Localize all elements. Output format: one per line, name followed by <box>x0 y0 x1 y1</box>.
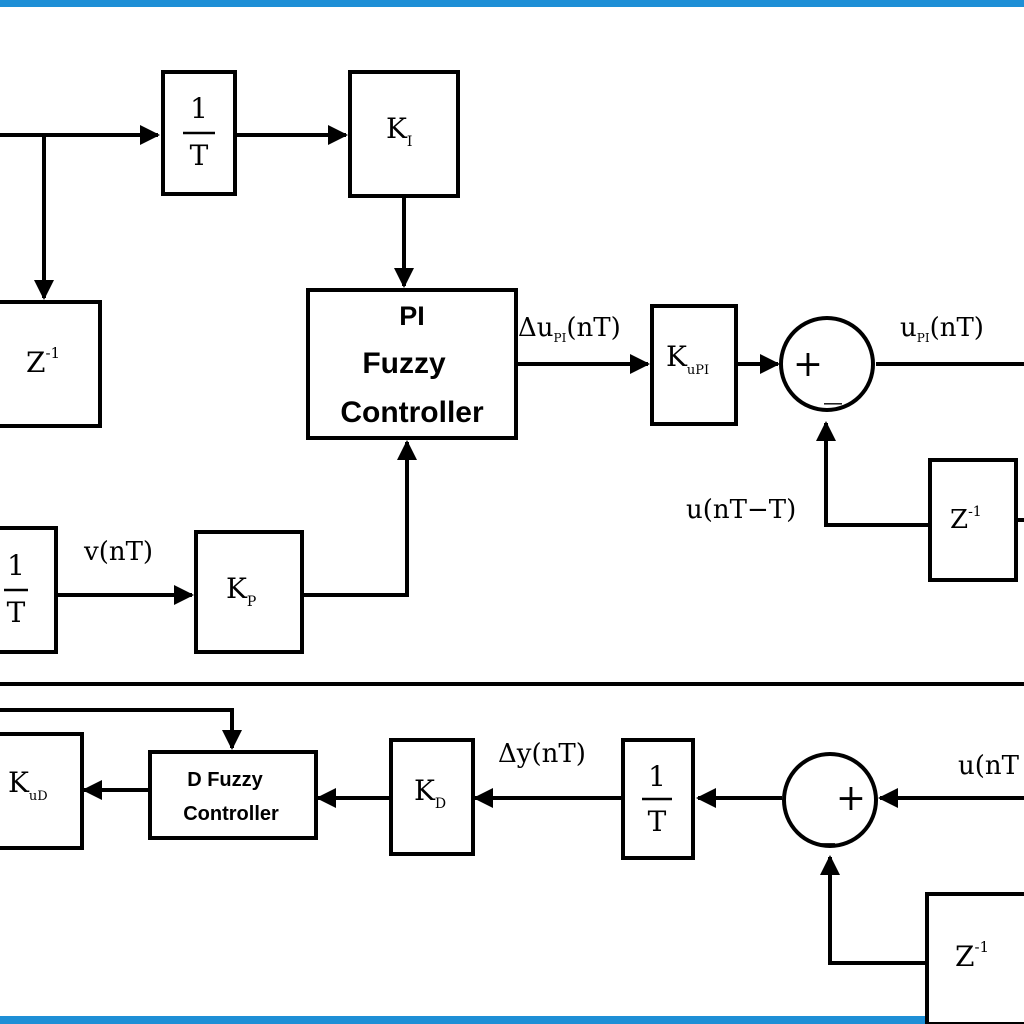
kupi-block: KuPI <box>650 304 738 426</box>
kp-block: KP <box>194 530 304 654</box>
pi-fuzzy-line1: PI <box>399 301 425 331</box>
top-wires <box>0 125 1024 605</box>
kp-main: K <box>226 572 248 605</box>
sum-top-plus: + <box>793 344 823 385</box>
sum-bottom-minus: _ <box>817 804 835 845</box>
kupi-main: K <box>666 340 688 373</box>
kud-subscript: uD <box>29 789 48 804</box>
svg-text:KD: KD <box>414 774 446 812</box>
z-inverse-block-bottom: Z-1 <box>925 892 1024 1024</box>
ki-block: KI <box>348 70 460 198</box>
signal-v: v(nT) <box>83 537 153 567</box>
sum-bottom-plus: + <box>836 778 866 819</box>
sum-top-minus: _ <box>824 364 842 405</box>
svg-text:Z-1: Z-1 <box>955 938 989 973</box>
ki-main: K <box>386 112 408 145</box>
d-fuzzy-controller-block: D Fuzzy Controller <box>148 750 318 840</box>
one-over-t-bottom-numerator: 1 <box>648 760 666 793</box>
svg-text:Z-1: Z-1 <box>26 344 60 379</box>
top-border <box>0 0 1024 7</box>
one-over-t-block-left: 1 T <box>0 526 58 654</box>
z-left-main: Z <box>26 346 45 379</box>
kp-subscript: P <box>247 594 256 610</box>
z-inverse-block-left: Z-1 <box>0 300 102 428</box>
ki-subscript: I <box>407 134 413 150</box>
signal-upi: uPI(nT) <box>900 313 984 345</box>
d-fuzzy-line1: D Fuzzy <box>187 769 263 791</box>
pi-fuzzy-line3: Controller <box>340 396 484 429</box>
one-over-t-block-bottom: 1 T <box>621 738 695 860</box>
z-right-main: Z <box>950 505 968 535</box>
z-bottom-main: Z <box>955 940 974 973</box>
one-over-t-block-top: 1 T <box>161 70 237 196</box>
svg-text:KP: KP <box>226 572 256 610</box>
z-left-exponent: -1 <box>45 344 60 362</box>
z-inverse-block-right: Z-1 <box>928 458 1018 582</box>
svg-text:KuPI: KuPI <box>666 340 709 378</box>
signal-delta-y: Δy(nT) <box>498 739 586 769</box>
sum-junction-bottom: + _ <box>782 752 878 848</box>
kd-main: K <box>414 774 436 807</box>
sum-junction-top: + _ <box>779 316 875 412</box>
one-over-t-top-numerator: 1 <box>190 92 208 125</box>
signal-u-prev: u(nT−T) <box>686 495 796 525</box>
kud-block: KuD <box>0 732 84 850</box>
signal-delta-upi: ΔuPI(nT) <box>518 313 621 345</box>
pi-fuzzy-controller-block: PI Fuzzy Controller <box>306 288 518 440</box>
kd-block: KD <box>389 738 475 856</box>
svg-text:KuD: KuD <box>8 766 48 804</box>
pi-fuzzy-line2: Fuzzy <box>362 347 446 380</box>
one-over-t-left-numerator: 1 <box>7 549 25 582</box>
d-fuzzy-line2: Controller <box>183 803 279 825</box>
z-right-exponent: -1 <box>968 504 982 520</box>
svg-text:KI: KI <box>386 112 412 150</box>
one-over-t-left-denominator: T <box>7 596 26 629</box>
one-over-t-bottom-denominator: T <box>648 805 667 838</box>
kd-subscript: D <box>435 796 446 812</box>
svg-text:Z-1: Z-1 <box>950 504 982 535</box>
kupi-subscript: uPI <box>687 363 709 378</box>
kud-main: K <box>8 766 30 799</box>
bottom-wires <box>0 708 1024 965</box>
bottom-border <box>0 1016 1024 1024</box>
signal-u-bottom: u(nT <box>958 751 1020 781</box>
z-bottom-exponent: -1 <box>974 938 989 956</box>
one-over-t-top-denominator: T <box>190 139 209 172</box>
